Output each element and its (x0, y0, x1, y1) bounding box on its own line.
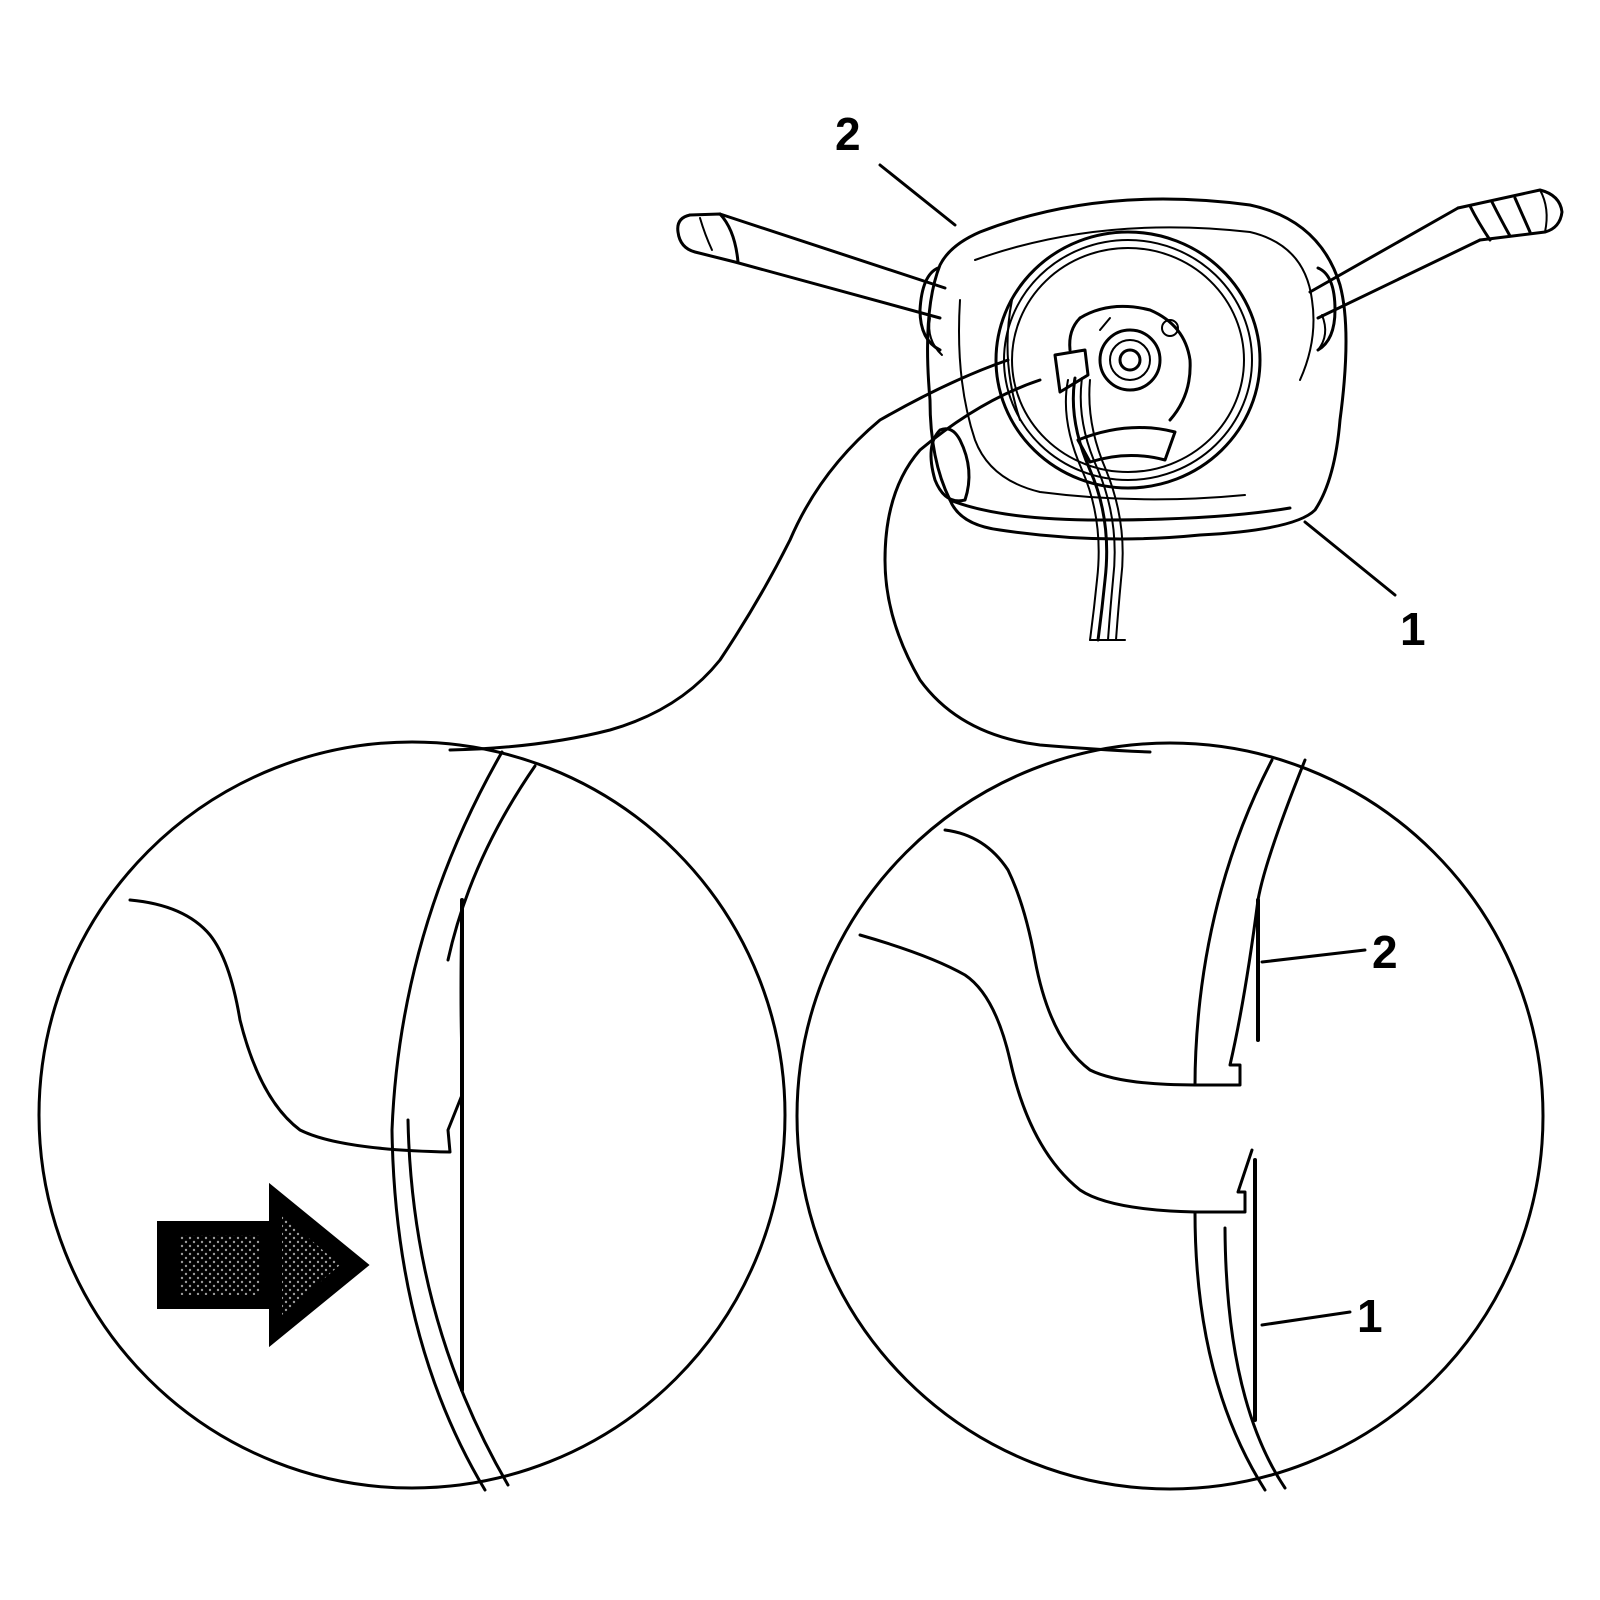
right-arrow-icon (157, 1182, 370, 1348)
zoom-connector-lines (448, 358, 1152, 754)
callout-label: 1 (1357, 1290, 1383, 1342)
detail-incorrect-view (37, 740, 787, 1492)
wire-harness (1064, 376, 1126, 642)
left-lever-stalk (676, 212, 947, 320)
right-lever-stalk (1308, 188, 1564, 320)
callout-detail-upper: 2 (1260, 926, 1398, 978)
steering-hub (1053, 304, 1192, 464)
clock-spring-cover (994, 230, 1262, 490)
steering-column-assembly (676, 188, 1564, 642)
callout-label: 2 (1372, 926, 1398, 978)
callout-label: 2 (835, 108, 861, 160)
callout-main-cover: 2 (835, 108, 957, 227)
callout-detail-lower: 1 (1260, 1290, 1383, 1342)
callout-label: 1 (1400, 603, 1426, 655)
detail-correct-view (795, 741, 1545, 1492)
callout-main-housing: 1 (1303, 520, 1426, 655)
